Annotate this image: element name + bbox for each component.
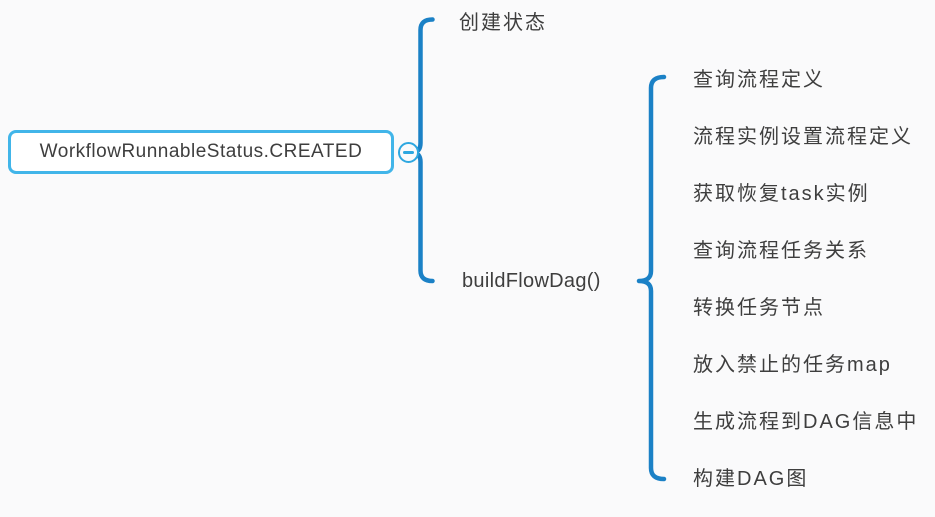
subtopic-build-dag-graph[interactable]: 构建DAG图 <box>693 468 809 490</box>
topic-create-status[interactable]: 创建状态 <box>459 12 547 34</box>
subtopic-convert-task-nodes[interactable]: 转换任务节点 <box>693 297 825 319</box>
topic-build-flow-dag[interactable]: buildFlowDag() <box>462 270 601 292</box>
collapse-button[interactable] <box>398 142 419 163</box>
subtopic-instance-set-definition[interactable]: 流程实例设置流程定义 <box>693 126 913 148</box>
subtopic-query-process-task-relation[interactable]: 查询流程任务关系 <box>693 240 869 262</box>
root-topic[interactable]: WorkflowRunnableStatus.CREATED <box>8 130 394 174</box>
subtopic-generate-process-dag-info[interactable]: 生成流程到DAG信息中 <box>693 411 919 433</box>
subtopic-query-process-definition[interactable]: 查询流程定义 <box>693 69 825 91</box>
minus-icon <box>403 151 414 154</box>
root-topic-label: WorkflowRunnableStatus.CREATED <box>39 141 363 162</box>
subtopic-put-forbidden-task-map[interactable]: 放入禁止的任务map <box>693 354 892 376</box>
brace-level2 <box>636 74 667 482</box>
subtopic-get-recovery-task-instance[interactable]: 获取恢复task实例 <box>693 183 870 205</box>
